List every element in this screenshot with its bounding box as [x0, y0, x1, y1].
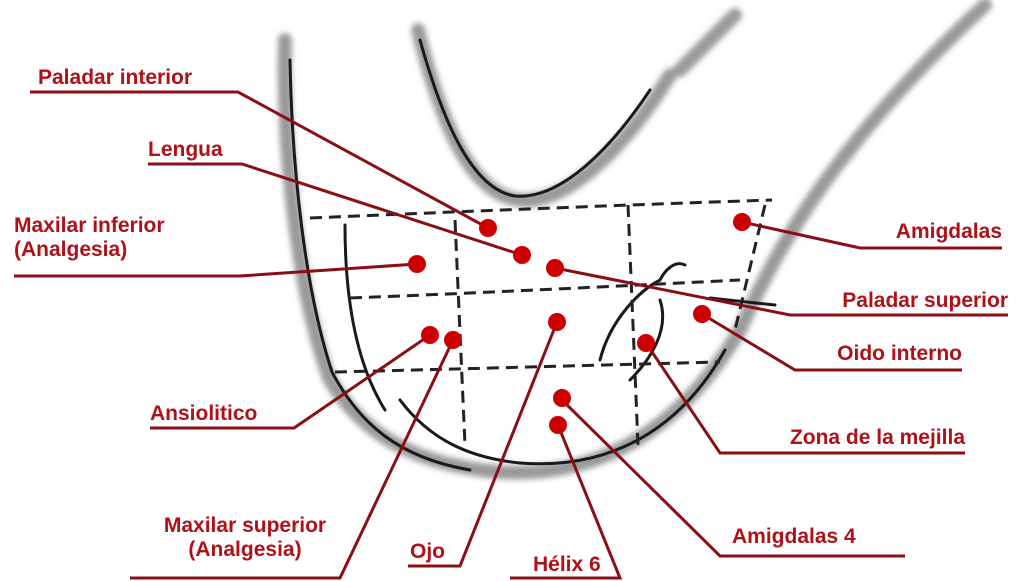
- point-ansiolitico: [421, 326, 439, 344]
- point-amigdalas-4: [553, 389, 571, 407]
- point-helix-6: [549, 416, 567, 434]
- point-paladar-superior: [546, 259, 564, 277]
- label-line-2: (Analgesia): [14, 238, 165, 262]
- label-line-2: (Analgesia): [130, 538, 360, 562]
- label-paladar-interior: Paladar interior: [38, 66, 192, 90]
- label-text: Paladar interior: [38, 66, 192, 90]
- label-zona-mejilla: Zona de la mejilla: [710, 426, 965, 450]
- point-lengua: [513, 246, 531, 264]
- label-oido-interno: Oido interno: [740, 342, 962, 366]
- point-paladar-interior: [479, 219, 497, 237]
- point-amigdalas: [733, 213, 751, 231]
- leader-lengua: [148, 164, 522, 255]
- label-text: Amigdalas 4: [732, 525, 856, 549]
- label-helix-6: Hélix 6: [533, 553, 601, 577]
- lobe-outline: [290, 40, 775, 470]
- point-maxilar-superior: [444, 331, 462, 349]
- label-text: Ojo: [410, 540, 445, 564]
- label-amigdalas-4: Amigdalas 4: [732, 525, 856, 549]
- point-oido-interno: [693, 305, 711, 323]
- label-amigdalas: Amigdalas: [800, 220, 1002, 244]
- label-text: Hélix 6: [533, 553, 601, 577]
- leader-maxilar-inferior: [14, 264, 417, 276]
- label-maxilar-superior: Maxilar superior (Analgesia): [130, 514, 360, 562]
- leader-lines: [14, 92, 1008, 578]
- label-line-1: Maxilar superior: [130, 514, 360, 538]
- leader-paladar-interior: [30, 92, 488, 228]
- label-text: Oido interno: [740, 342, 962, 366]
- point-maxilar-inferior: [408, 255, 426, 273]
- label-text: Lengua: [148, 138, 223, 162]
- label-maxilar-inferior: Maxilar inferior (Analgesia): [14, 214, 165, 262]
- label-text: Paladar superior: [740, 289, 1008, 313]
- point-ojo: [548, 313, 566, 331]
- point-zona-mejilla: [637, 334, 655, 352]
- label-lengua: Lengua: [148, 138, 223, 162]
- label-ansiolitico: Ansiolitico: [150, 402, 257, 426]
- label-text: Zona de la mejilla: [710, 426, 965, 450]
- label-paladar-superior: Paladar superior: [740, 289, 1008, 313]
- label-ojo: Ojo: [410, 540, 445, 564]
- leader-ojo: [408, 322, 557, 566]
- label-text: Ansiolitico: [150, 402, 257, 426]
- label-text: Amigdalas: [800, 220, 1002, 244]
- label-line-1: Maxilar inferior: [14, 214, 165, 238]
